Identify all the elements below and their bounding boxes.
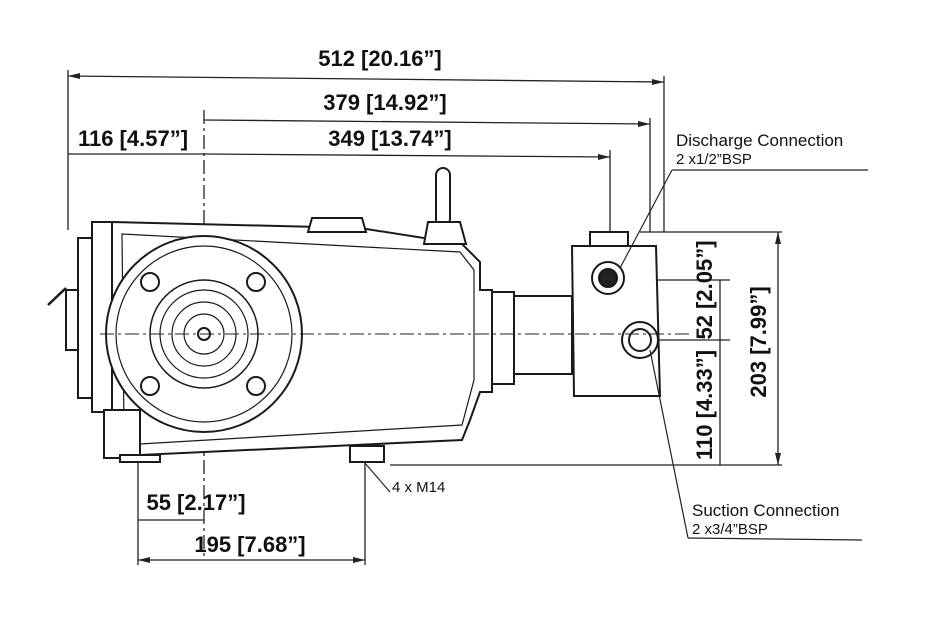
dim-110: 110 [4.33”] bbox=[692, 350, 717, 460]
suction-connection-label: Suction Connection bbox=[692, 501, 839, 520]
dim-116: 116 [4.57”] bbox=[78, 126, 188, 151]
dim-52: 52 [2.05”] bbox=[692, 240, 717, 339]
top-arrowheads bbox=[68, 73, 664, 160]
dim-55: 55 [2.17”] bbox=[146, 490, 245, 515]
dim-overall-length: 512 [20.16”] bbox=[318, 46, 442, 71]
pump-body bbox=[47, 167, 662, 463]
dim-195: 195 [7.68”] bbox=[194, 532, 305, 557]
discharge-connection-spec: 2 x1/2”BSP bbox=[676, 151, 752, 168]
leader-lines bbox=[363, 169, 868, 541]
dim-203: 203 [7.99”] bbox=[746, 286, 771, 397]
dim-349: 349 [13.74”] bbox=[328, 126, 452, 151]
bottom-arrowheads bbox=[138, 557, 365, 563]
discharge-connection-label: Discharge Connection bbox=[676, 131, 843, 150]
bottom-dimension-lines bbox=[137, 430, 366, 565]
dim-379: 379 [14.92”] bbox=[323, 90, 447, 115]
right-arrowheads bbox=[775, 232, 781, 465]
suction-connection-spec: 2 x3/4”BSP bbox=[692, 521, 768, 538]
mounting-bolts-label: 4 x M14 bbox=[392, 479, 445, 496]
